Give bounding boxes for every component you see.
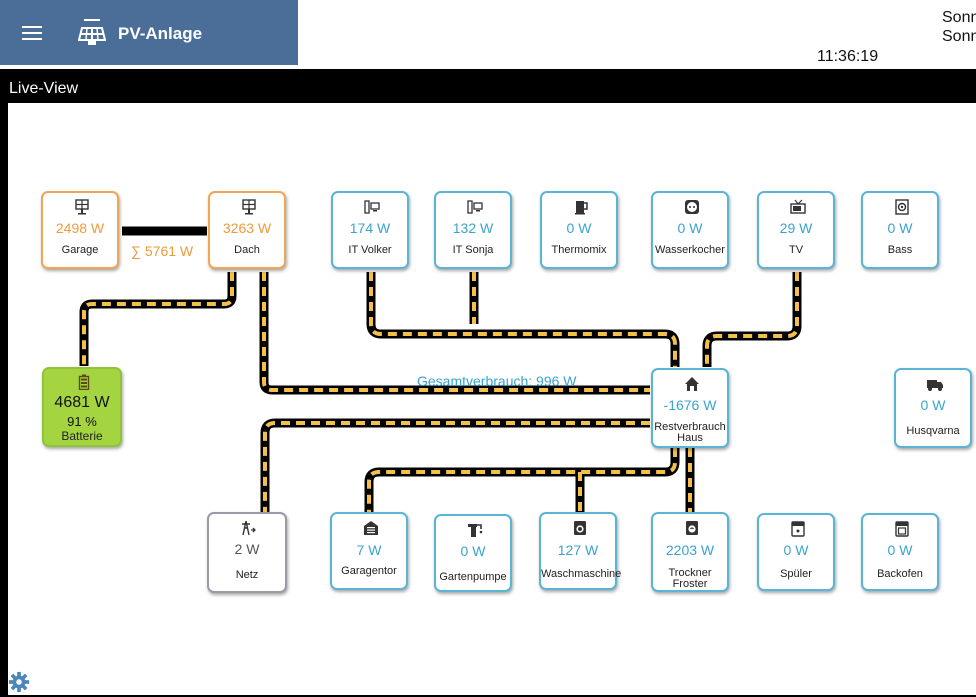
power-grid-icon — [242, 520, 256, 536]
card-label: Batterie — [61, 429, 103, 443]
consumer-card-spueler[interactable]: 0 W Spüler — [757, 513, 835, 591]
app-header: PV-Anlage — [0, 0, 298, 65]
dach-pv-card[interactable]: 3263 W Dach — [208, 191, 286, 269]
battery-icon — [78, 374, 90, 390]
card-label: IT Sonja — [452, 244, 494, 256]
oven-icon — [895, 521, 909, 537]
card-label: Trockner Froster — [653, 568, 727, 590]
card-value: -1676 W — [663, 397, 717, 413]
card-label: Garagentor — [341, 565, 397, 577]
card-value: 132 W — [452, 220, 494, 236]
house-icon — [685, 377, 699, 391]
battery-percent: 91 % — [67, 414, 97, 429]
card-label: Bass — [887, 244, 913, 256]
header-info-line: Sonn — [942, 9, 976, 26]
consumer-card-backofen[interactable]: 0 W Backofen — [861, 513, 939, 591]
card-value: 4681 W — [54, 394, 110, 411]
dryer-icon — [686, 521, 698, 535]
card-label-line: Trockner — [668, 567, 712, 579]
consumer-card-bass[interactable]: 0 W Bass — [861, 191, 939, 269]
app-title: PV-Anlage — [118, 24, 203, 43]
card-value: 29 W — [779, 220, 813, 236]
card-value: 7 W — [356, 542, 382, 558]
card-value: 0 W — [566, 220, 592, 236]
kitchen-machine-icon — [575, 201, 588, 215]
card-label: Husqvarna — [906, 425, 960, 437]
card-value: 0 W — [677, 220, 703, 236]
gear-icon[interactable] — [8, 671, 30, 693]
consumer-card-tv[interactable]: 29 W TV — [757, 191, 835, 269]
card-label-line: Froster — [672, 578, 708, 590]
computer-icon — [364, 200, 380, 214]
washing-machine-icon — [574, 521, 586, 535]
consumer-card-husqvarna[interactable]: 0 W Husqvarna — [894, 368, 972, 448]
card-value: 0 W — [783, 542, 809, 558]
total-consumption: Gesamtverbrauch: 996 W — [417, 373, 577, 389]
panel-title: Live-View — [9, 80, 79, 97]
consumer-card-garagentor[interactable]: 7 W Garagentor — [330, 512, 408, 590]
clock: 11:36:19 — [817, 48, 879, 65]
card-label: Thermomix — [551, 244, 607, 256]
solar-panel-icon — [78, 19, 106, 45]
consumer-card-it-volker[interactable]: 174 W IT Volker — [331, 191, 409, 269]
battery-card[interactable]: 4681 W 91 % Batterie — [42, 367, 122, 447]
speaker-icon — [895, 199, 909, 215]
card-label: Garage — [61, 244, 99, 256]
card-label: Backofen — [877, 568, 923, 580]
production-sum: ∑ 5761 W — [131, 243, 194, 259]
grid-card[interactable]: 2 W Netz — [207, 512, 287, 593]
card-label: Waschmaschine — [541, 568, 622, 580]
consumer-card-thermomix[interactable]: 0 W Thermomix — [540, 191, 618, 269]
consumer-card-it-sonja[interactable]: 132 W IT Sonja — [434, 191, 512, 269]
card-label-line: Haus — [677, 432, 703, 444]
card-label: Restverbrauch Haus — [653, 422, 727, 444]
menu-icon[interactable] — [22, 24, 44, 42]
tv-icon — [790, 199, 806, 214]
card-value: 0 W — [887, 542, 913, 558]
garage-door-icon — [364, 521, 378, 535]
consumer-card-gartenpumpe[interactable]: 0 W Gartenpumpe — [434, 514, 512, 592]
consumer-card-wasserkocher[interactable]: 0 W Wasserkocher — [651, 191, 729, 269]
card-label: IT Volker — [348, 244, 392, 256]
consumer-card-waschmaschine[interactable]: 127 W Waschmaschine — [539, 512, 622, 590]
card-value: 174 W — [349, 220, 391, 236]
card-label-line: Restverbrauch — [654, 421, 726, 433]
card-label: Gartenpumpe — [439, 571, 507, 583]
house-card[interactable]: -1676 W Restverbrauch Haus — [651, 368, 729, 448]
card-label: TV — [788, 244, 804, 256]
card-value: 0 W — [887, 220, 913, 236]
card-value: 2203 W — [665, 542, 715, 558]
socket-icon — [685, 200, 699, 214]
card-value: 2 W — [234, 541, 260, 557]
van-icon — [927, 380, 943, 391]
card-label: Wasserkocher — [655, 244, 725, 256]
header-info-line: Sonn — [942, 28, 976, 45]
dishwasher-icon — [791, 521, 805, 537]
card-value: 0 W — [460, 543, 486, 559]
card-label: Netz — [235, 569, 259, 581]
card-value: 127 W — [557, 542, 599, 558]
card-label: Spüler — [780, 568, 812, 580]
pump-icon — [468, 524, 483, 537]
card-value: 0 W — [920, 397, 946, 413]
consumer-card-trockner-froster[interactable]: 2203 W Trockner Froster — [651, 512, 729, 592]
card-value: 3263 W — [222, 220, 272, 236]
header-info: Sonn Sonn — [942, 8, 976, 46]
card-value: 2498 W — [55, 220, 105, 236]
garage-pv-card[interactable]: 2498 W Garage — [41, 191, 119, 269]
solar-panel-icon — [242, 199, 256, 215]
computer-icon — [467, 200, 483, 214]
solar-panel-icon — [75, 199, 89, 215]
card-label: Dach — [234, 244, 260, 256]
